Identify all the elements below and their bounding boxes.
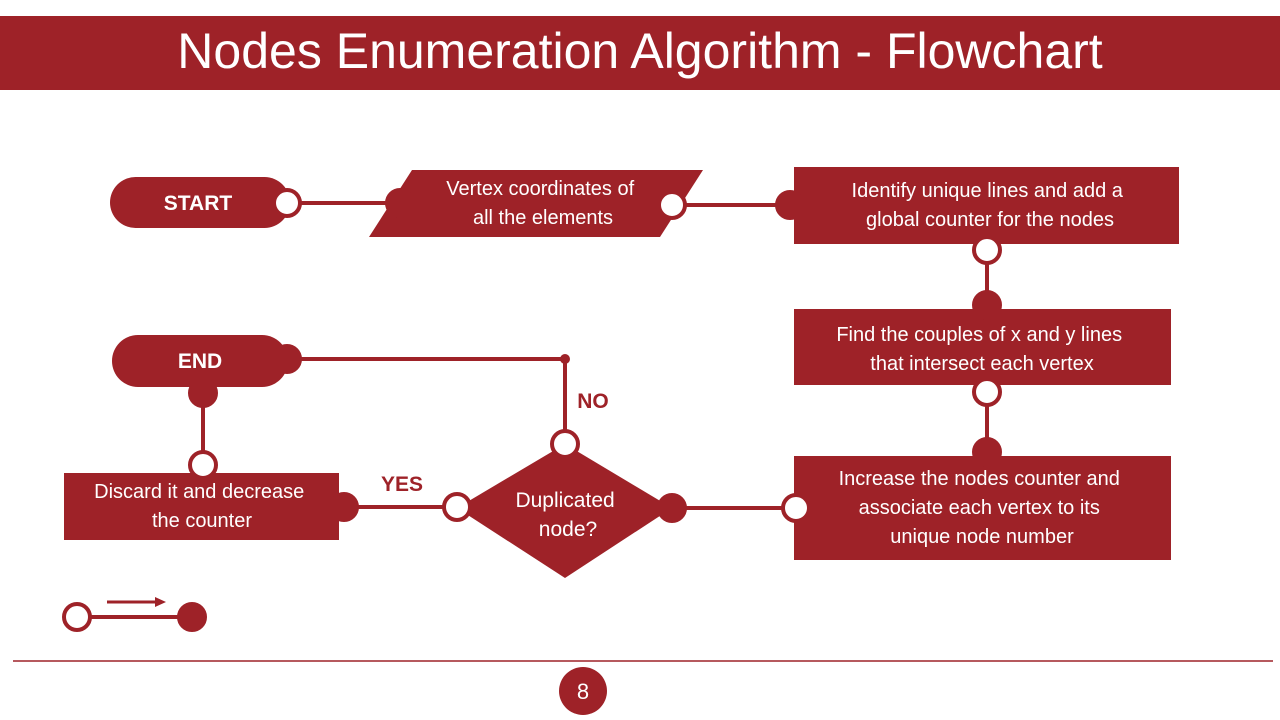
page-number: 8 <box>577 679 589 704</box>
connector-endpoints <box>188 188 1002 523</box>
find-couples-label: Find the couples of x and y lines that i… <box>836 324 1127 375</box>
start-terminator: START <box>110 177 290 228</box>
edge-label-yes: YES <box>381 473 423 496</box>
increase-counter-label: Increase the nodes counter and associate… <box>839 468 1126 548</box>
identify-lines-label: Identify unique lines and add a global c… <box>852 180 1129 231</box>
page-title: Nodes Enumeration Algorithm - Flowchart <box>177 23 1102 79</box>
input-out-port <box>657 190 687 220</box>
identify-out-port <box>972 235 1002 265</box>
vertex-input-line-1: Vertex coordinates of <box>446 178 634 200</box>
vertex-input-box: Vertex coordinates of all the elements <box>369 170 703 237</box>
end-label: END <box>178 350 222 373</box>
identify-in-port <box>775 190 805 220</box>
increase-counter-line-3: unique node number <box>890 526 1074 548</box>
identify-lines-line-2: global counter for the nodes <box>866 209 1114 231</box>
start-label: START <box>164 192 233 215</box>
decision-diamond: Duplicated node? <box>457 444 672 578</box>
flow-direction-legend <box>62 597 207 632</box>
increase-out-port <box>781 493 811 523</box>
decision-label: Duplicated node? <box>515 489 620 541</box>
end-in-port-right <box>272 344 302 374</box>
decision-no-port <box>550 429 580 459</box>
start-out-port <box>272 188 302 218</box>
edge-label-no: NO <box>577 390 609 413</box>
decision-in-port <box>657 493 687 523</box>
vertex-input-label: Vertex coordinates of all the elements <box>446 178 639 229</box>
legend-destination-port <box>177 602 207 632</box>
find-couples-line-1: Find the couples of x and y lines <box>836 324 1122 346</box>
find-in-port <box>972 290 1002 320</box>
find-couples-line-2: that intersect each vertex <box>870 353 1093 375</box>
vertex-input-line-2: all the elements <box>473 207 613 229</box>
end-in-port-bottom <box>188 378 218 408</box>
legend-origin-port <box>62 602 92 632</box>
discard-box: Discard it and decrease the counter <box>64 473 339 540</box>
discard-in-port <box>329 492 359 522</box>
find-out-port <box>972 377 1002 407</box>
discard-line-1: Discard it and decrease <box>94 481 304 503</box>
title-banner <box>0 16 1280 90</box>
decision-line-2: node? <box>539 518 597 541</box>
increase-in-port <box>972 437 1002 467</box>
discard-label: Discard it and decrease the counter <box>94 481 310 532</box>
legend-arrow-icon <box>155 597 166 607</box>
discard-out-port <box>188 450 218 480</box>
no-branch-corner-dot <box>560 354 570 364</box>
end-terminator: END <box>112 335 288 387</box>
increase-counter-line-2: associate each vertex to its <box>859 497 1100 519</box>
connector-decision-to-end <box>287 357 567 444</box>
increase-counter-box: Increase the nodes counter and associate… <box>794 456 1171 560</box>
input-in-port <box>385 188 415 218</box>
discard-line-2: the counter <box>152 510 252 532</box>
identify-lines-box: Identify unique lines and add a global c… <box>794 167 1179 244</box>
decision-line-1: Duplicated <box>515 489 614 512</box>
page-number-badge <box>559 667 607 715</box>
identify-lines-line-1: Identify unique lines and add a <box>852 180 1124 202</box>
increase-counter-line-1: Increase the nodes counter and <box>839 468 1120 490</box>
find-couples-box: Find the couples of x and y lines that i… <box>794 309 1171 385</box>
decision-yes-port <box>442 492 472 522</box>
